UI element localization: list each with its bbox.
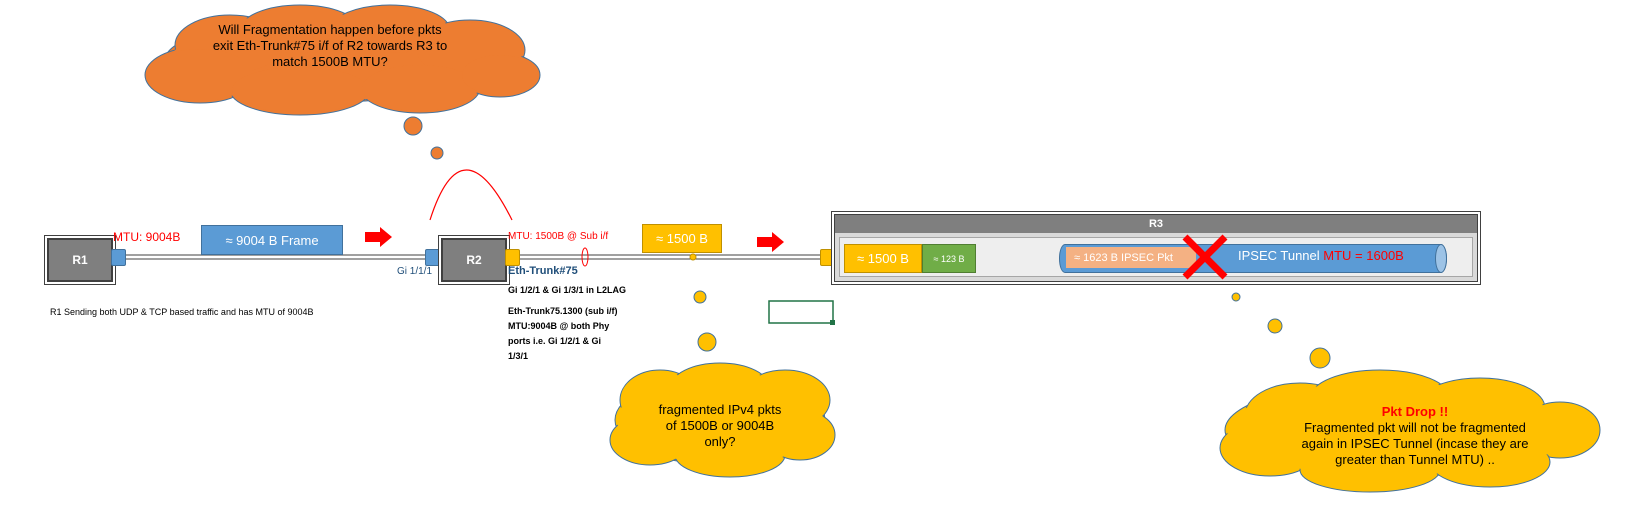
link-dot [689, 253, 697, 261]
top-cloud-text: Will Fragmentation happen before pkts ex… [195, 22, 465, 70]
lag-note-4: ports i.e. Gi 1/2/1 & Gi [508, 336, 602, 346]
thought-dot-6 [1267, 318, 1283, 334]
router-r3-header: R3 [835, 215, 1477, 233]
router-r1-label: R1 [72, 253, 88, 267]
frame-9004-box: ≈ 9004 B Frame [201, 225, 343, 255]
thought-dot-7 [1309, 347, 1331, 369]
thought-dot-1 [403, 116, 423, 136]
lag-note-1: Gi 1/2/1 & Gi 1/3/1 in L2LAG [508, 285, 627, 295]
top-cloud-line-1: Will Fragmentation happen before pkts [218, 22, 442, 37]
ipsec-pkt-label: ≈ 1623 B IPSEC Pkt [1074, 251, 1173, 264]
router-r2[interactable]: R2 [441, 238, 507, 282]
thought-dot-5 [1231, 292, 1241, 302]
top-cloud-line-3: match 1500B MTU? [272, 54, 388, 69]
drop-x-icon [1182, 234, 1228, 280]
r1-mtu-label: MTU: 9004B [113, 230, 181, 244]
mid-cloud-line-1: fragmented IPv4 pkts [658, 402, 782, 417]
lag-note-3: MTU:9004B @ both Phy [508, 321, 610, 331]
r1-port[interactable] [111, 249, 126, 266]
ipsec-pkt-box: ≈ 1623 B IPSEC Pkt [1066, 247, 1196, 268]
ipsec-tunnel-mtu: MTU = 1600B [1323, 248, 1404, 263]
router-r2-label: R2 [466, 253, 482, 267]
red-arc [429, 169, 513, 221]
right-cloud-title: Pkt Drop !! [1381, 404, 1449, 419]
mid-cloud-text: fragmented IPv4 pkts of 1500B or 9004B o… [640, 402, 800, 450]
frame-1500-label: ≈ 1500 B [656, 231, 708, 246]
lag-note-5: 1/3/1 [508, 351, 529, 361]
cell-selection [768, 300, 834, 324]
router-r1[interactable]: R1 [47, 238, 113, 282]
thought-dot-2 [430, 146, 444, 160]
right-cloud-text: Pkt Drop !! Fragmented pkt will not be f… [1290, 404, 1540, 468]
right-cloud-line-3: greater than Tunnel MTU) .. [1335, 452, 1495, 467]
ipsec-tunnel-label: IPSEC Tunnel MTU = 1600B [1238, 248, 1404, 263]
r1-note: R1 Sending both UDP & TCP based traffic … [50, 307, 314, 317]
r3-frag-123: ≈ 123 B [922, 244, 976, 273]
arrow-2 [757, 232, 784, 252]
top-cloud-line-2: exit Eth-Trunk#75 i/f of R2 towards R3 t… [212, 38, 448, 53]
r2-mtu-label: MTU: 1500B @ Sub i/f [508, 231, 609, 242]
lag-ellipse [581, 247, 589, 267]
thought-dot-3 [693, 290, 707, 304]
r2-port-right[interactable] [505, 249, 520, 266]
thought-dot-4 [697, 332, 717, 352]
arrow-1 [365, 227, 392, 247]
r3-frag-1500: ≈ 1500 B [844, 244, 922, 273]
right-cloud-line-1: Fragmented pkt will not be fragmented [1304, 420, 1526, 435]
ipsec-tunnel-prefix: IPSEC Tunnel [1238, 248, 1324, 263]
frame-1500-box: ≈ 1500 B [642, 224, 722, 253]
mid-cloud-line-2: of 1500B or 9004B [665, 418, 775, 433]
lag-note-2: Eth-Trunk75.1300 (sub i/f) [508, 306, 618, 316]
r2-port-left[interactable] [425, 249, 440, 266]
r3-frag-123-label: ≈ 123 B [933, 253, 965, 264]
eth-trunk-label: Eth-Trunk#75 [508, 265, 578, 277]
r3-frag-1500-label: ≈ 1500 B [857, 251, 909, 266]
frame-9004-label: ≈ 9004 B Frame [225, 232, 319, 248]
right-cloud-line-2: again in IPSEC Tunnel (incase they are [1301, 436, 1529, 451]
mid-cloud-line-3: only? [704, 434, 736, 449]
router-r3-label: R3 [1148, 218, 1164, 230]
r2-port-label: Gi 1/1/1 [397, 266, 433, 277]
